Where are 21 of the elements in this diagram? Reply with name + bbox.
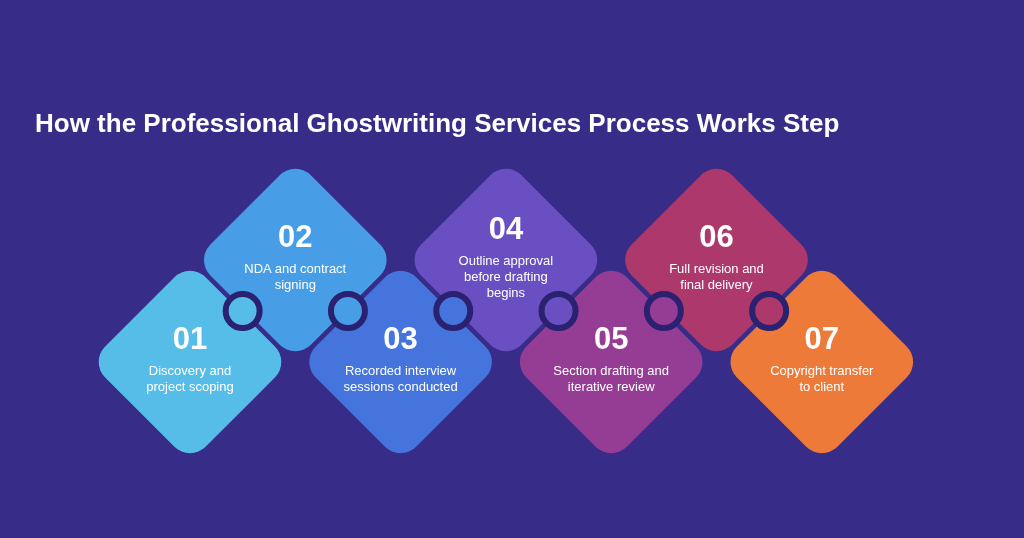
step-description: NDA and contract signing [243, 261, 348, 293]
connector-ring [222, 291, 263, 331]
connector-ring [327, 291, 368, 331]
connector-ring [749, 291, 790, 331]
step-number: 06 [699, 219, 734, 255]
connector-ring [433, 291, 474, 331]
step-number: 05 [593, 321, 629, 357]
step-number: 07 [804, 321, 840, 357]
step-description: Discovery and project scoping [145, 363, 235, 395]
step-description: Outline approval before drafting begins [457, 253, 555, 301]
step-number: 01 [172, 321, 208, 357]
step-description: Section drafting and iterative review [553, 363, 670, 395]
step-number: 04 [488, 211, 524, 247]
connector-ring [538, 291, 579, 331]
step-description: Full revision and final delivery [668, 261, 765, 293]
connector-ring [643, 291, 684, 331]
step-description: Copyright transfer to client [769, 363, 875, 395]
step-description: Recorded interview sessions conducted [342, 363, 459, 395]
step-number: 02 [278, 219, 313, 255]
step-number: 03 [383, 321, 418, 357]
title: How the Professional Ghostwriting Services Process Works Step [35, 107, 840, 140]
